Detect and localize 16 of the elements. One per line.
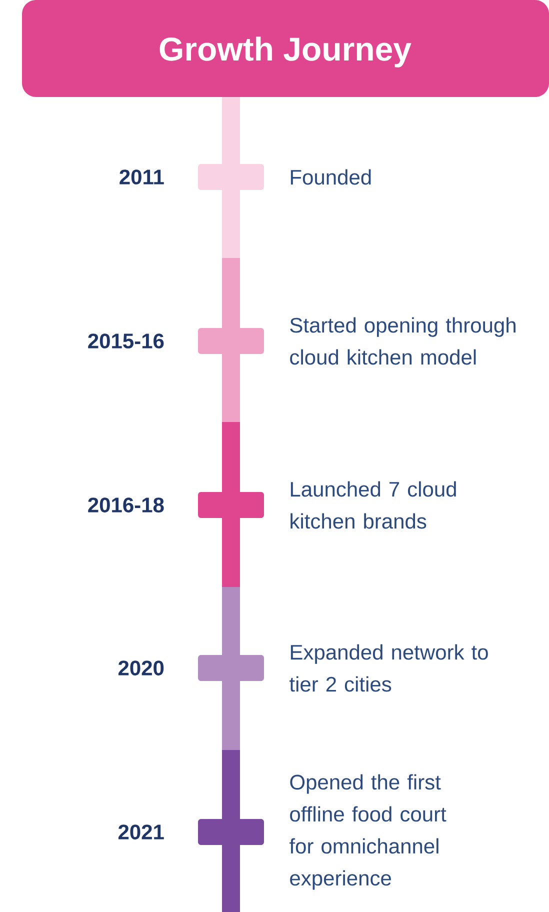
timeline-marker bbox=[198, 819, 264, 845]
milestone-text: Founded bbox=[290, 169, 371, 185]
timeline-marker bbox=[198, 492, 264, 518]
milestone-text: Started opening through cloud kitchen model bbox=[290, 317, 516, 365]
milestone-text: Launched 7 cloud kitchen brands bbox=[290, 481, 456, 529]
milestone-text: Opened the first offline food court for omnichannel experience bbox=[290, 774, 446, 890]
year-label: 2011 bbox=[120, 170, 164, 184]
year-label: 2020 bbox=[118, 660, 164, 676]
timeline-marker bbox=[198, 328, 264, 354]
year-label: 2016-18 bbox=[88, 498, 164, 512]
timeline-marker bbox=[198, 164, 264, 190]
title-banner: Growth Journey bbox=[22, 0, 549, 97]
timeline-marker bbox=[198, 655, 264, 681]
year-label: 2021 bbox=[118, 824, 164, 840]
year-label: 2015-16 bbox=[88, 334, 164, 348]
milestone-text: Expanded network to tier 2 cities bbox=[290, 644, 488, 692]
